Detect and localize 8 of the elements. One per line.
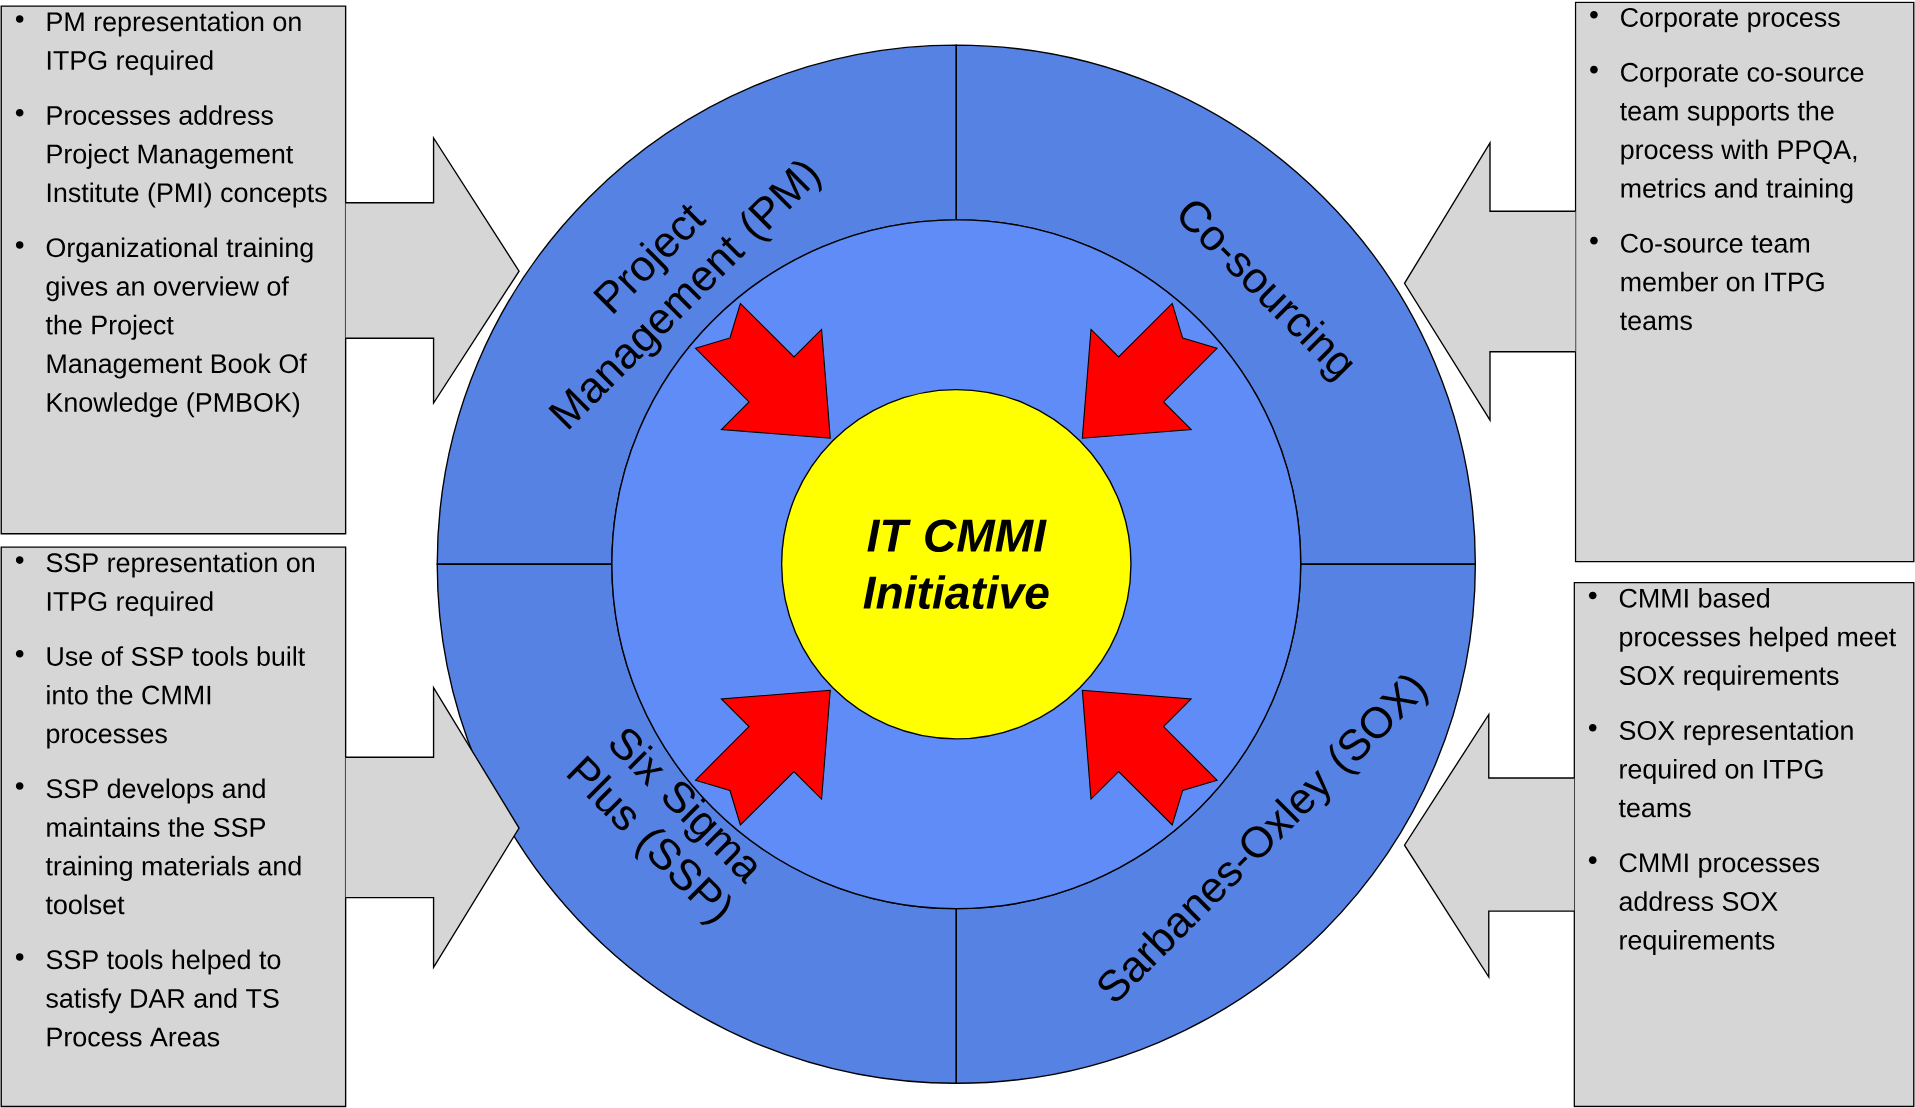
callout-box: CMMI based processes helped meet SOX requirements SOX representation required on ITPG teams CMMI processes address SOX requirements — [1573, 582, 1915, 1108]
callout-box: Corporate process Corporate co-source team supports the process with PPQA, metrics and training Co-source team member on ITPG teams — [1574, 1, 1915, 563]
block-arrow — [1403, 712, 1575, 980]
callout-box: SSP representation on ITPG required Use of SSP tools built into the CMMI processes SSP develops and maintains the SSP training materials and toolset SSP tools helped to satisfy DAR and TS Process Areas — [0, 546, 347, 1108]
block-arrow — [1403, 140, 1577, 423]
callout-box: PM representation on ITPG required Processes address Project Management Institute (PMI) concepts Organizational training gives an overview of the Project Management Book Of Knowledge (PMBOK) — [0, 5, 347, 535]
block-arrow — [344, 135, 520, 406]
block-arrow — [344, 685, 520, 970]
